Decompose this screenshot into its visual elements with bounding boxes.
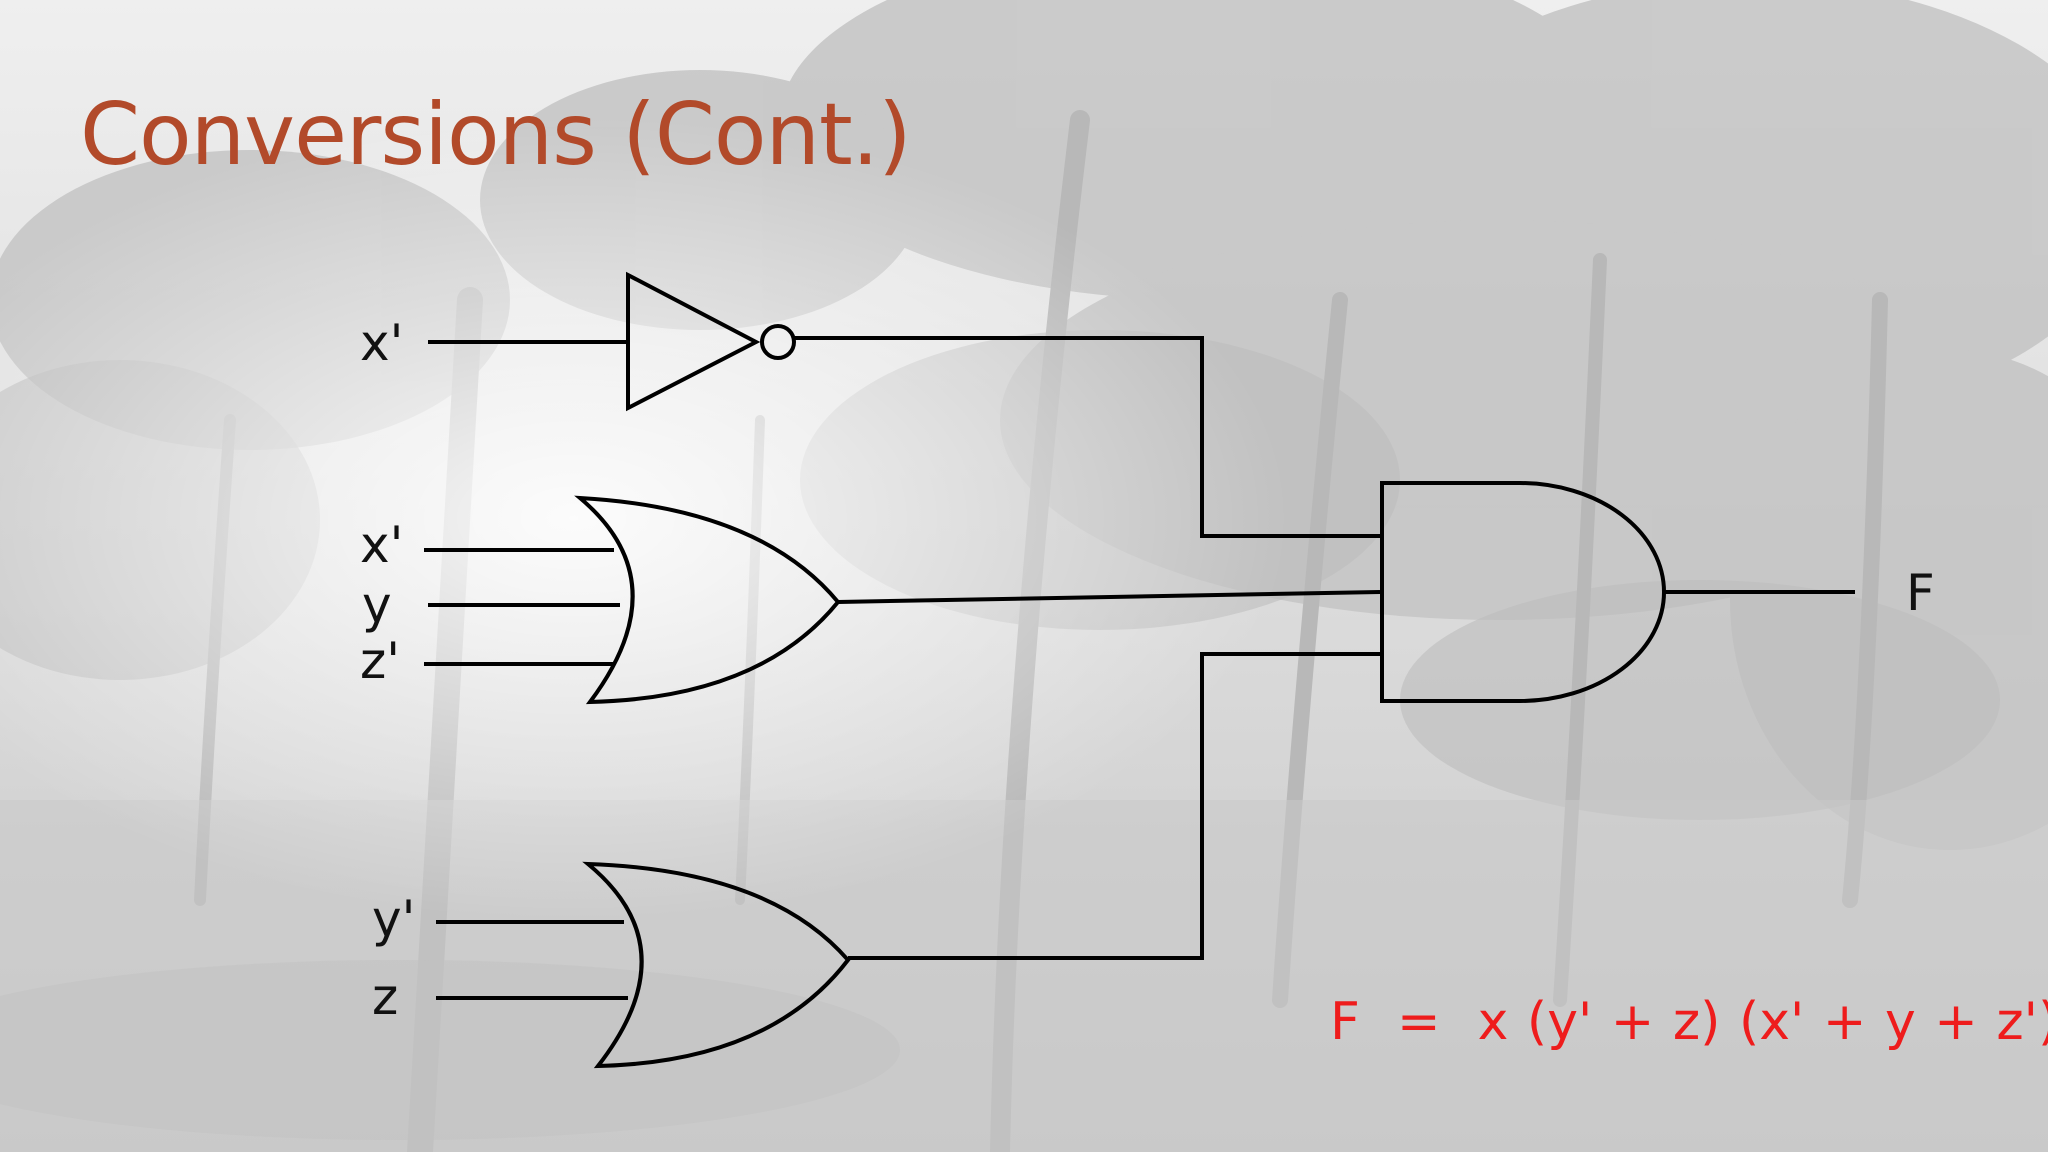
not-gate — [626, 271, 761, 412]
input-label-not-x: x' — [360, 314, 404, 372]
input-label-or1-z: z' — [360, 632, 400, 690]
wire-or1-to-and — [837, 590, 1381, 604]
or-gate-2 — [582, 861, 851, 1069]
input-label-or1-x: x' — [360, 516, 404, 574]
and-gate — [1380, 481, 1666, 703]
not-gate-bubble — [760, 324, 796, 360]
or-gate-1 — [574, 495, 841, 705]
boolean-equation: F = x (y' + z) (x' + y + z') — [1330, 992, 2048, 1052]
input-label-or1-y: y — [362, 576, 392, 634]
wire-or2-to-and — [848, 652, 1380, 960]
wire-not-to-and — [794, 336, 1380, 538]
input-label-or2-y: y' — [372, 890, 416, 948]
input-label-or2-z: z — [372, 968, 399, 1026]
output-label-f: F — [1906, 564, 1935, 622]
slide-title: Conversions (Cont.) — [80, 85, 912, 185]
